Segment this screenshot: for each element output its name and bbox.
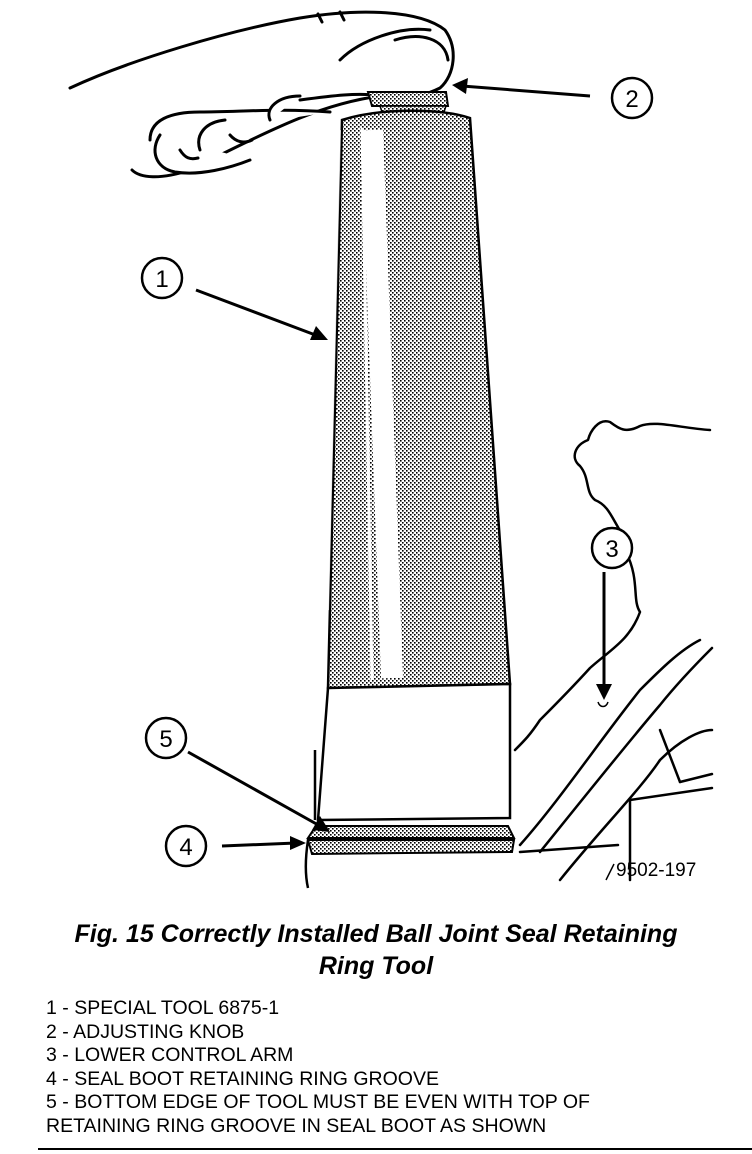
svg-text:2: 2 — [625, 86, 638, 113]
svg-text:3: 3 — [605, 536, 618, 563]
callout-5: 5 — [144, 716, 330, 832]
svg-text:4: 4 — [179, 834, 192, 861]
lower-control-arm — [513, 420, 714, 882]
callout-4: 4 — [164, 824, 306, 868]
callout-1: 1 — [140, 256, 328, 340]
legend-list: 1 - SPECIAL TOOL 6875-1 2 - ADJUSTING KN… — [46, 997, 746, 1138]
special-tool-body — [313, 109, 512, 822]
caption-line-1: Fig. 15 Correctly Installed Ball Joint S… — [74, 920, 678, 948]
legend-item-3: 3 - LOWER CONTROL ARM — [46, 1044, 294, 1066]
adjusting-knob — [366, 91, 450, 113]
legend-item-1: 1 - SPECIAL TOOL 6875-1 — [46, 997, 280, 1019]
svg-text:9502-197: 9502-197 — [616, 860, 696, 881]
figure-id: 9502-197 — [605, 860, 696, 881]
legend-item-4: 4 - SEAL BOOT RETAINING RING GROOVE — [46, 1067, 439, 1090]
seal-boot-ring — [304, 825, 516, 889]
legend-item-5-continued: RETAINING RING GROOVE IN SEAL BOOT AS SH… — [46, 1114, 547, 1137]
callout-3: 3 — [590, 526, 634, 708]
svg-text:5: 5 — [159, 726, 172, 753]
bottom-divider — [38, 1148, 752, 1150]
svg-text:1: 1 — [155, 266, 168, 293]
figure-caption: Fig. 15 Correctly Installed Ball Joint S… — [0, 918, 752, 982]
legend-item-5: 5 - BOTTOM EDGE OF TOOL MUST BE EVEN WIT… — [46, 1091, 590, 1113]
caption-line-2: Ring Tool — [318, 952, 434, 980]
tool-installation-illustration: 2 1 3 5 4 9502-197 — [68, 10, 714, 889]
callout-2: 2 — [452, 76, 654, 120]
hand-drawing — [68, 10, 455, 179]
legend-item-2: 2 - ADJUSTING KNOB — [46, 1020, 245, 1043]
